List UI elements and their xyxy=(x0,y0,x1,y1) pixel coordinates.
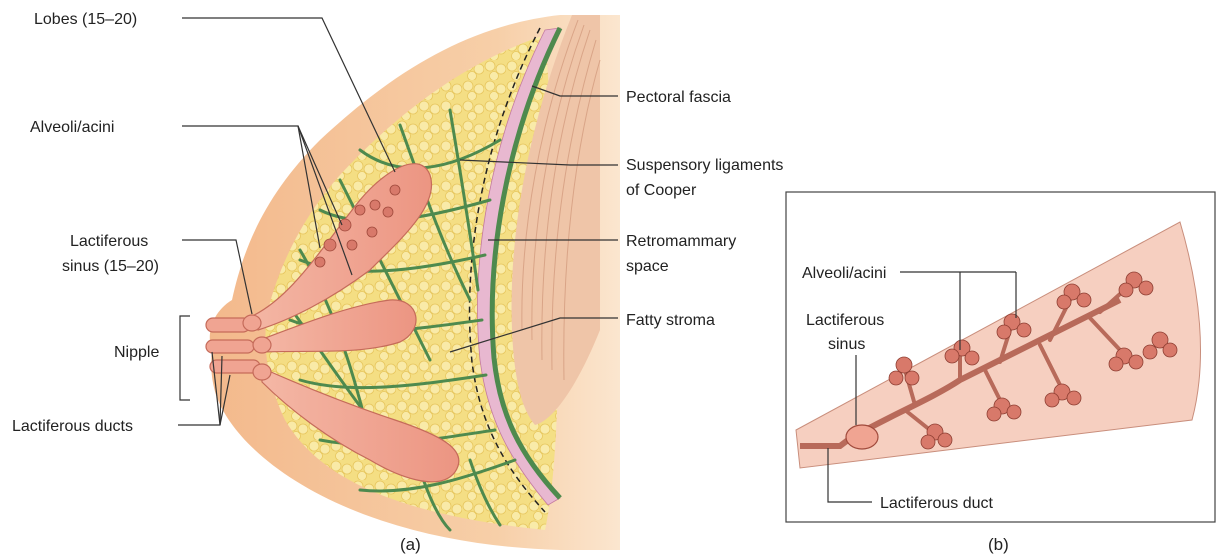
nipple-area xyxy=(206,315,271,380)
panel-b: Alveoli/acini Lactiferous sinus Lactifer… xyxy=(786,192,1215,554)
panel-a: Lobes (15–20) Alveoli/acini Lactiferous … xyxy=(12,11,783,554)
label-pectoral-fascia: Pectoral fascia xyxy=(626,89,731,106)
label-nipple: Nipple xyxy=(114,344,159,361)
label-cooper-line1: Suspensory ligaments xyxy=(626,157,783,174)
label-sinus-a-line2: sinus (15–20) xyxy=(62,258,159,275)
label-lactiferous-ducts: Lactiferous ducts xyxy=(12,418,133,435)
caption-a: (a) xyxy=(400,535,421,554)
label-sinus-a-line1: Lactiferous xyxy=(70,233,148,250)
lactiferous-sinus-top xyxy=(243,315,261,331)
label-fatty-stroma: Fatty stroma xyxy=(626,312,715,329)
label-retromammary-line2: space xyxy=(626,258,669,275)
label-lobes: Lobes (15–20) xyxy=(34,11,137,28)
label-sinus-b-line1: Lactiferous xyxy=(806,312,884,329)
label-alveoli-a: Alveoli/acini xyxy=(30,119,114,136)
lactiferous-sinus-low xyxy=(253,364,271,380)
lactiferous-sinus-mid xyxy=(253,337,271,353)
caption-b: (b) xyxy=(988,535,1009,554)
label-lactiferous-duct-b: Lactiferous duct xyxy=(880,495,994,512)
label-cooper-line2: of Cooper xyxy=(626,182,697,199)
label-alveoli-b: Alveoli/acini xyxy=(802,265,886,282)
label-retromammary-line1: Retromammary xyxy=(626,233,736,250)
panel-b-sinus xyxy=(846,425,878,449)
label-sinus-b-line2: sinus xyxy=(828,336,865,353)
